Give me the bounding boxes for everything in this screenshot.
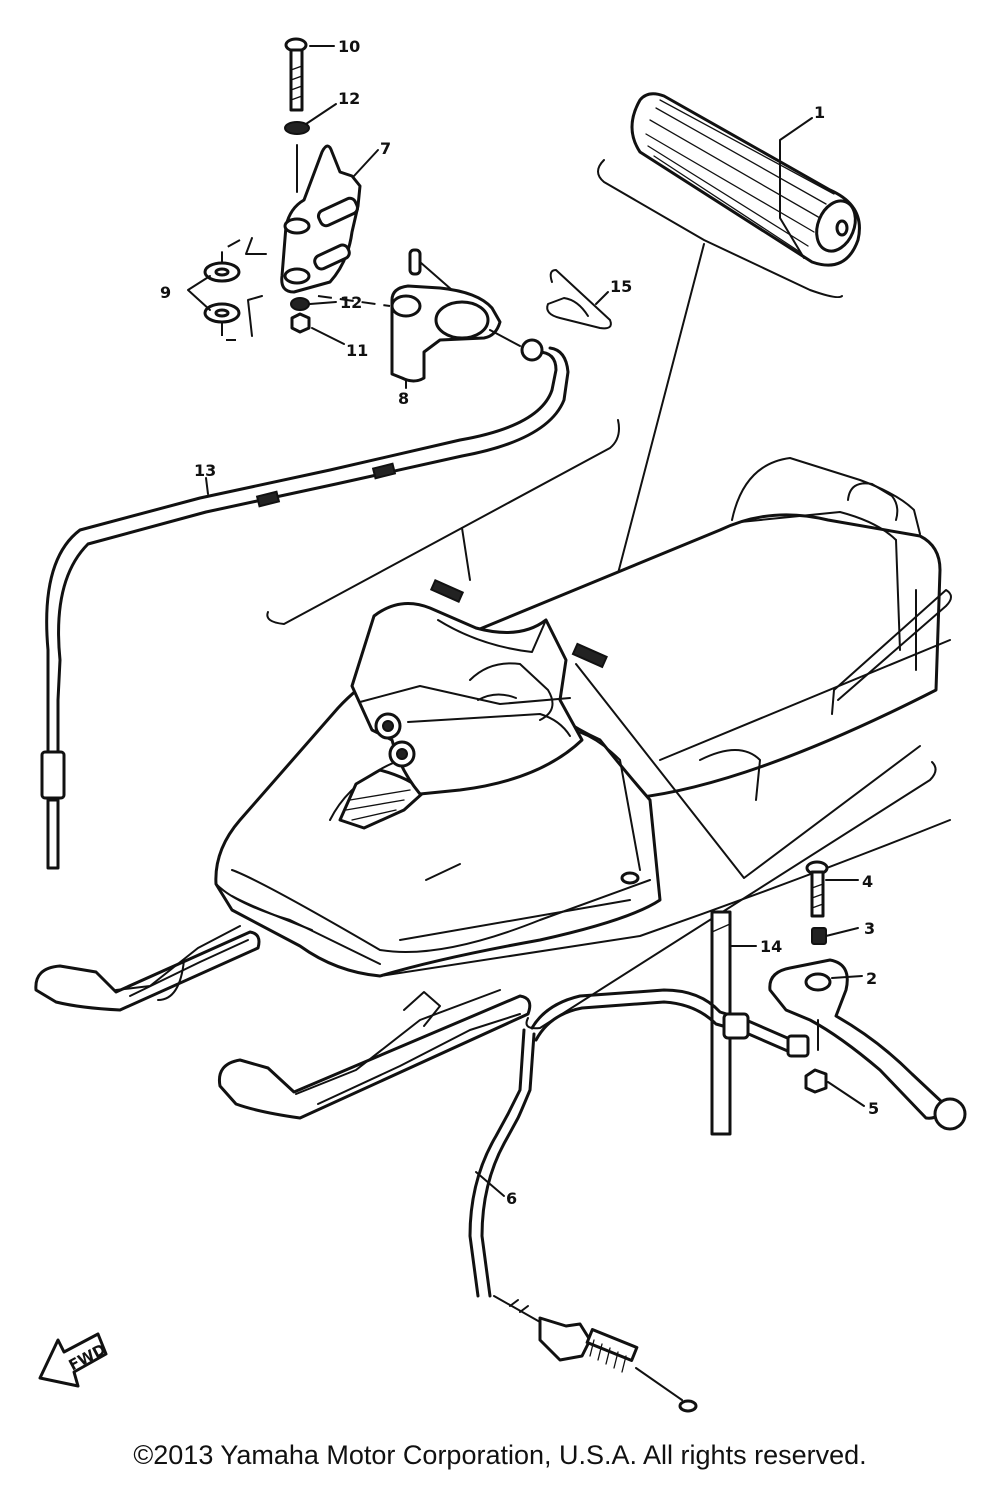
callout-4: 4: [862, 872, 873, 891]
callout-3: 3: [864, 919, 875, 938]
brake-lever-2: [768, 958, 967, 1131]
nut-5: [804, 1068, 828, 1094]
callout-2: 2: [866, 969, 877, 988]
callout-15: 15: [610, 277, 632, 296]
bracket-7: [280, 144, 362, 294]
forward-direction-icon: FWD: [38, 1332, 109, 1388]
nut-11: [290, 312, 311, 334]
callout-8: 8: [398, 389, 409, 408]
bolt-10: [284, 37, 308, 112]
clip-15: [546, 269, 612, 330]
callout-11: 11: [346, 341, 368, 360]
callout-7: 7: [380, 139, 391, 158]
throttle-holder-8: [390, 248, 521, 383]
callout-6: 6: [506, 1189, 517, 1208]
left-ski: [34, 925, 261, 1012]
throttle-cable-13: [40, 338, 570, 870]
callout-9: 9: [160, 283, 171, 302]
handlebar-grip-1: [630, 92, 861, 267]
callout-5: 5: [868, 1099, 879, 1118]
callout-13: 13: [194, 461, 216, 480]
snowmobile-handlebar-parts-diagram: FWD 1 2 3 4 5 6 7 8 9 10 11 12 12 13 14 …: [34, 37, 967, 1413]
callout-14: 14: [760, 937, 782, 956]
callout-1: 1: [814, 103, 825, 122]
bolt-4: [805, 860, 829, 918]
collar-3: [811, 927, 827, 945]
washer-12-top: [284, 121, 310, 135]
snowmobile-body: [214, 457, 952, 978]
callout-10: 10: [338, 37, 360, 56]
brake-cable-6: [468, 988, 810, 1413]
washer-12-lower: [290, 297, 310, 311]
callout-12-top: 12: [338, 89, 360, 108]
copyright-notice: ©2013 Yamaha Motor Corporation, U.S.A. A…: [133, 1440, 867, 1470]
right-ski: [217, 989, 532, 1120]
callout-12-lower: 12: [340, 293, 362, 312]
washers-9: [203, 261, 241, 324]
